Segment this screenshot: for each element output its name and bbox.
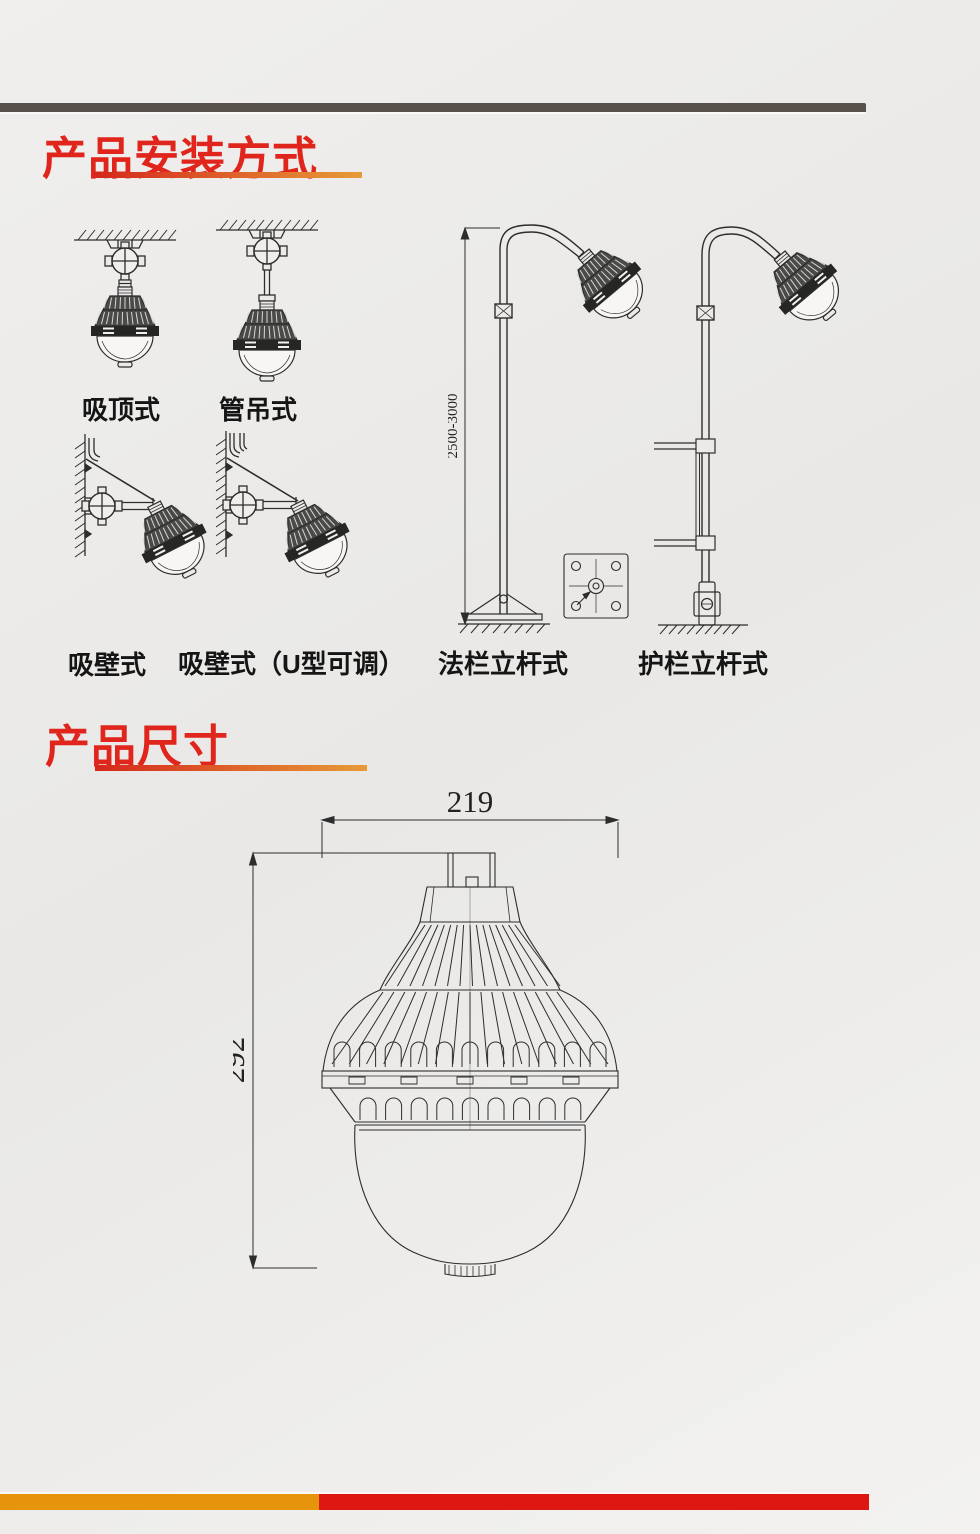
pole-height-range-label: 2500-3000 — [448, 394, 461, 459]
lamp-outline — [321, 852, 619, 1278]
top-divider-bar — [0, 103, 866, 114]
lamp-icon — [752, 232, 859, 340]
wall-mount-u-diagram — [215, 431, 364, 591]
ground-line — [658, 624, 748, 635]
pole-and-gooseneck — [696, 226, 781, 625]
guardrail-pole-diagram — [654, 226, 859, 635]
dimension-drawing: 219 292 — [233, 788, 620, 1278]
brace-rod — [85, 458, 156, 502]
bottom-accent-bar — [0, 1492, 869, 1510]
label-wall-mount-u: 吸壁式（U型可调） — [178, 649, 405, 679]
lamp-collar — [118, 279, 132, 288]
width-dimension-label: 219 — [447, 788, 494, 819]
label-guardrail-pole: 护栏立杆式 — [638, 649, 769, 679]
wall-hatch — [74, 441, 86, 558]
pole-and-gooseneck — [494, 224, 585, 614]
lamp-icon — [265, 486, 364, 591]
heat-sink-fins — [331, 924, 609, 1120]
conduit-pipe — [88, 438, 101, 462]
brace-rod — [226, 457, 299, 502]
lamp-icon — [556, 230, 653, 338]
height-dimension — [248, 851, 495, 1270]
lamp-icon — [232, 300, 302, 382]
width-dimension — [320, 815, 620, 858]
junction-box-icon — [222, 485, 264, 525]
label-ceiling-mount: 吸顶式 — [82, 395, 161, 425]
lamp-icon — [90, 286, 160, 368]
guardrail-rails — [654, 438, 716, 551]
dimensions-title-underline — [95, 765, 367, 771]
pipe-hang-diagram — [216, 219, 319, 382]
section-title-dimensions: 产品尺寸 — [45, 721, 230, 772]
pole-clamp — [693, 581, 721, 626]
u-conduit-pipes — [229, 433, 248, 458]
label-wall-mount: 吸壁式 — [68, 650, 147, 680]
bottom-bar-orange-segment — [0, 1494, 319, 1510]
flange-pole-diagram: 2500-3000 — [448, 224, 653, 634]
pole-base — [458, 593, 550, 634]
wall-bolts — [225, 461, 234, 541]
label-flange-pole: 法栏立杆式 — [438, 649, 569, 679]
ceiling-hatch — [219, 219, 319, 231]
ceiling-hatch — [77, 229, 177, 241]
wall-bolts — [84, 462, 93, 540]
wall-mount-diagram — [74, 434, 220, 592]
wall-hatch — [215, 438, 227, 555]
installation-title-underline — [95, 172, 362, 178]
hanging-pipe — [258, 270, 276, 302]
height-dimension — [460, 226, 500, 626]
bottom-bar-red-segment — [319, 1494, 869, 1510]
height-dimension-label: 292 — [233, 1037, 251, 1084]
label-pipe-mount: 管吊式 — [219, 395, 298, 425]
ceiling-mount-diagram — [74, 229, 177, 368]
flange-plate-detail — [563, 553, 629, 619]
junction-box-icon — [81, 486, 123, 526]
